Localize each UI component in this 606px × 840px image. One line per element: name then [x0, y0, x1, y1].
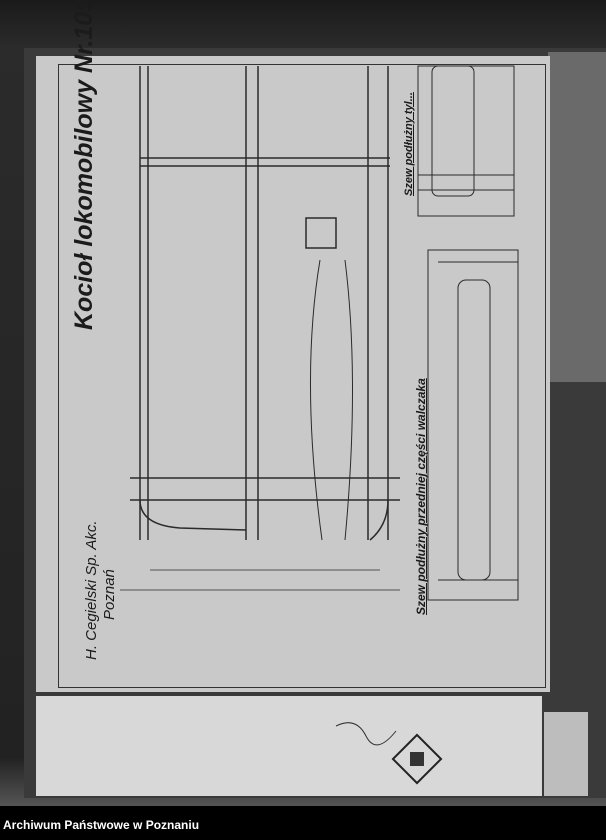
attached-sheet-edge [544, 712, 588, 796]
front-seam-strap [457, 279, 491, 581]
rear-seam-strap [431, 65, 475, 197]
maker-city: Poznań [101, 569, 118, 620]
front-seam-label: Szew podłużny przedniej części walczaka [414, 378, 428, 615]
technical-drawing-sheet [36, 56, 550, 692]
signature [335, 722, 397, 746]
attached-form-sheet [36, 696, 542, 796]
seal-stamp [391, 733, 443, 785]
tube-outline [344, 259, 353, 541]
drawing-frame [58, 64, 546, 688]
dome [305, 217, 337, 249]
drawing-title: Kocioł lokomobilowy Nr.109 [70, 0, 98, 330]
archive-caption: Archiwum Państwowe w Poznaniu [3, 818, 200, 832]
paper-flap [548, 52, 606, 382]
form-stamp-area [335, 722, 443, 785]
front-seam-detail [427, 249, 519, 601]
firebox-curve [139, 499, 247, 531]
boiler-drawing [120, 65, 519, 601]
maker-name: H. Cegielski Sp. Akc. [83, 520, 100, 661]
rear-seam-label: Szew podłużny tyl... [403, 92, 415, 196]
tube-outline [309, 259, 323, 541]
firebox-curve [369, 499, 389, 541]
maker-stamp: H. Cegielski Sp. Akc. Poznań [83, 521, 119, 661]
seal-center [410, 752, 424, 766]
